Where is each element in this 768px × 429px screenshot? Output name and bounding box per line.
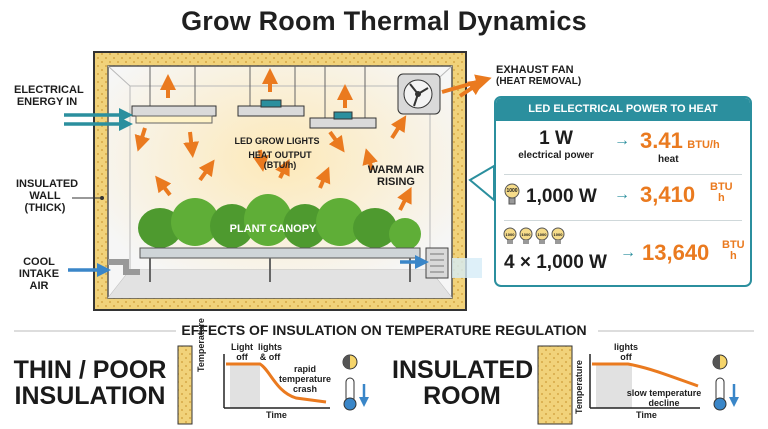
poor-temperature-graph <box>223 354 330 409</box>
grow-table <box>139 247 421 259</box>
poor-y-axis: Temperature <box>196 318 206 372</box>
conversion-panel: LED ELECTRICAL POWER TO HEAT CONVERSION … <box>494 96 752 287</box>
bulb-row: 1000 1000 1000 1000 <box>502 226 612 246</box>
bulb-icon: 1000 <box>504 182 520 208</box>
row3-btu: 13,640 <box>642 240 710 265</box>
label-plant-canopy: PLANT CANOPY <box>229 223 317 235</box>
thermometer-icon <box>343 377 369 411</box>
page-title: Grow Room Thermal Dynamics <box>181 6 587 36</box>
bulb-icon <box>551 227 565 244</box>
insulated-x-axis: Time <box>636 410 657 420</box>
sun-moon-icon <box>712 354 728 370</box>
row1-watts-sub: electrical power <box>518 150 594 161</box>
insulated-temperature-graph <box>589 354 700 409</box>
bulb-icon <box>519 227 533 244</box>
row1-btu: 3.41 <box>640 128 683 153</box>
arrow-icon: → <box>620 244 636 261</box>
led-grow-light-1 <box>131 105 217 124</box>
bulb-icon <box>503 227 517 244</box>
led-grow-light-3 <box>309 111 377 129</box>
led-grow-light-2 <box>237 99 305 117</box>
arrow-icon: → <box>614 132 630 149</box>
insulated-y-axis: Temperature <box>574 360 584 414</box>
bulb-icon <box>535 227 549 244</box>
heat-arrows <box>134 68 485 211</box>
plant-canopy <box>138 194 421 250</box>
row1-btu-unit: BTU/h <box>687 139 720 151</box>
row1-btu-sub: heat <box>658 154 679 165</box>
effects-graphs <box>177 345 739 425</box>
sun-moon-icon <box>342 354 358 370</box>
conversion-heading: LED ELECTRICAL POWER TO HEAT CONVERSION <box>496 98 750 138</box>
fan-icon <box>397 73 441 115</box>
poor-x-axis: Time <box>266 410 287 420</box>
thermometer-icon <box>713 377 739 411</box>
thin-insulation-strip <box>177 345 193 425</box>
effects-heading: EFFECTS OF INSULATION ON TEMPERATURE REG… <box>181 322 587 338</box>
arrow-icon: → <box>614 186 630 203</box>
label-exhaust-fan: EXHAUST FAN(HEAT REMOVAL) <box>496 64 582 87</box>
intake-duct <box>108 259 140 275</box>
thick-insulation-strip <box>537 345 573 425</box>
row1-watts: 1 W <box>539 128 573 149</box>
row2-watts: 1,000 W <box>526 186 597 207</box>
electrical-input-arrows <box>64 108 133 131</box>
label-heat-output: HEAT OUTPUT(BTU/h) <box>248 150 312 170</box>
label-led-grow-lights: LED GROW LIGHTS <box>234 136 320 146</box>
conversion-row-1: 1 W electrical power → 3.41 BTU/h heat <box>496 126 750 170</box>
row2-btu: 3,410 <box>640 182 696 207</box>
conversion-row-3: 1000 1000 1000 1000 4 × 1,000 W → 13,640… <box>496 224 750 284</box>
row3-watts: 4 × 1,000 W <box>504 252 607 273</box>
poor-lights-off: lights& off <box>258 342 282 362</box>
